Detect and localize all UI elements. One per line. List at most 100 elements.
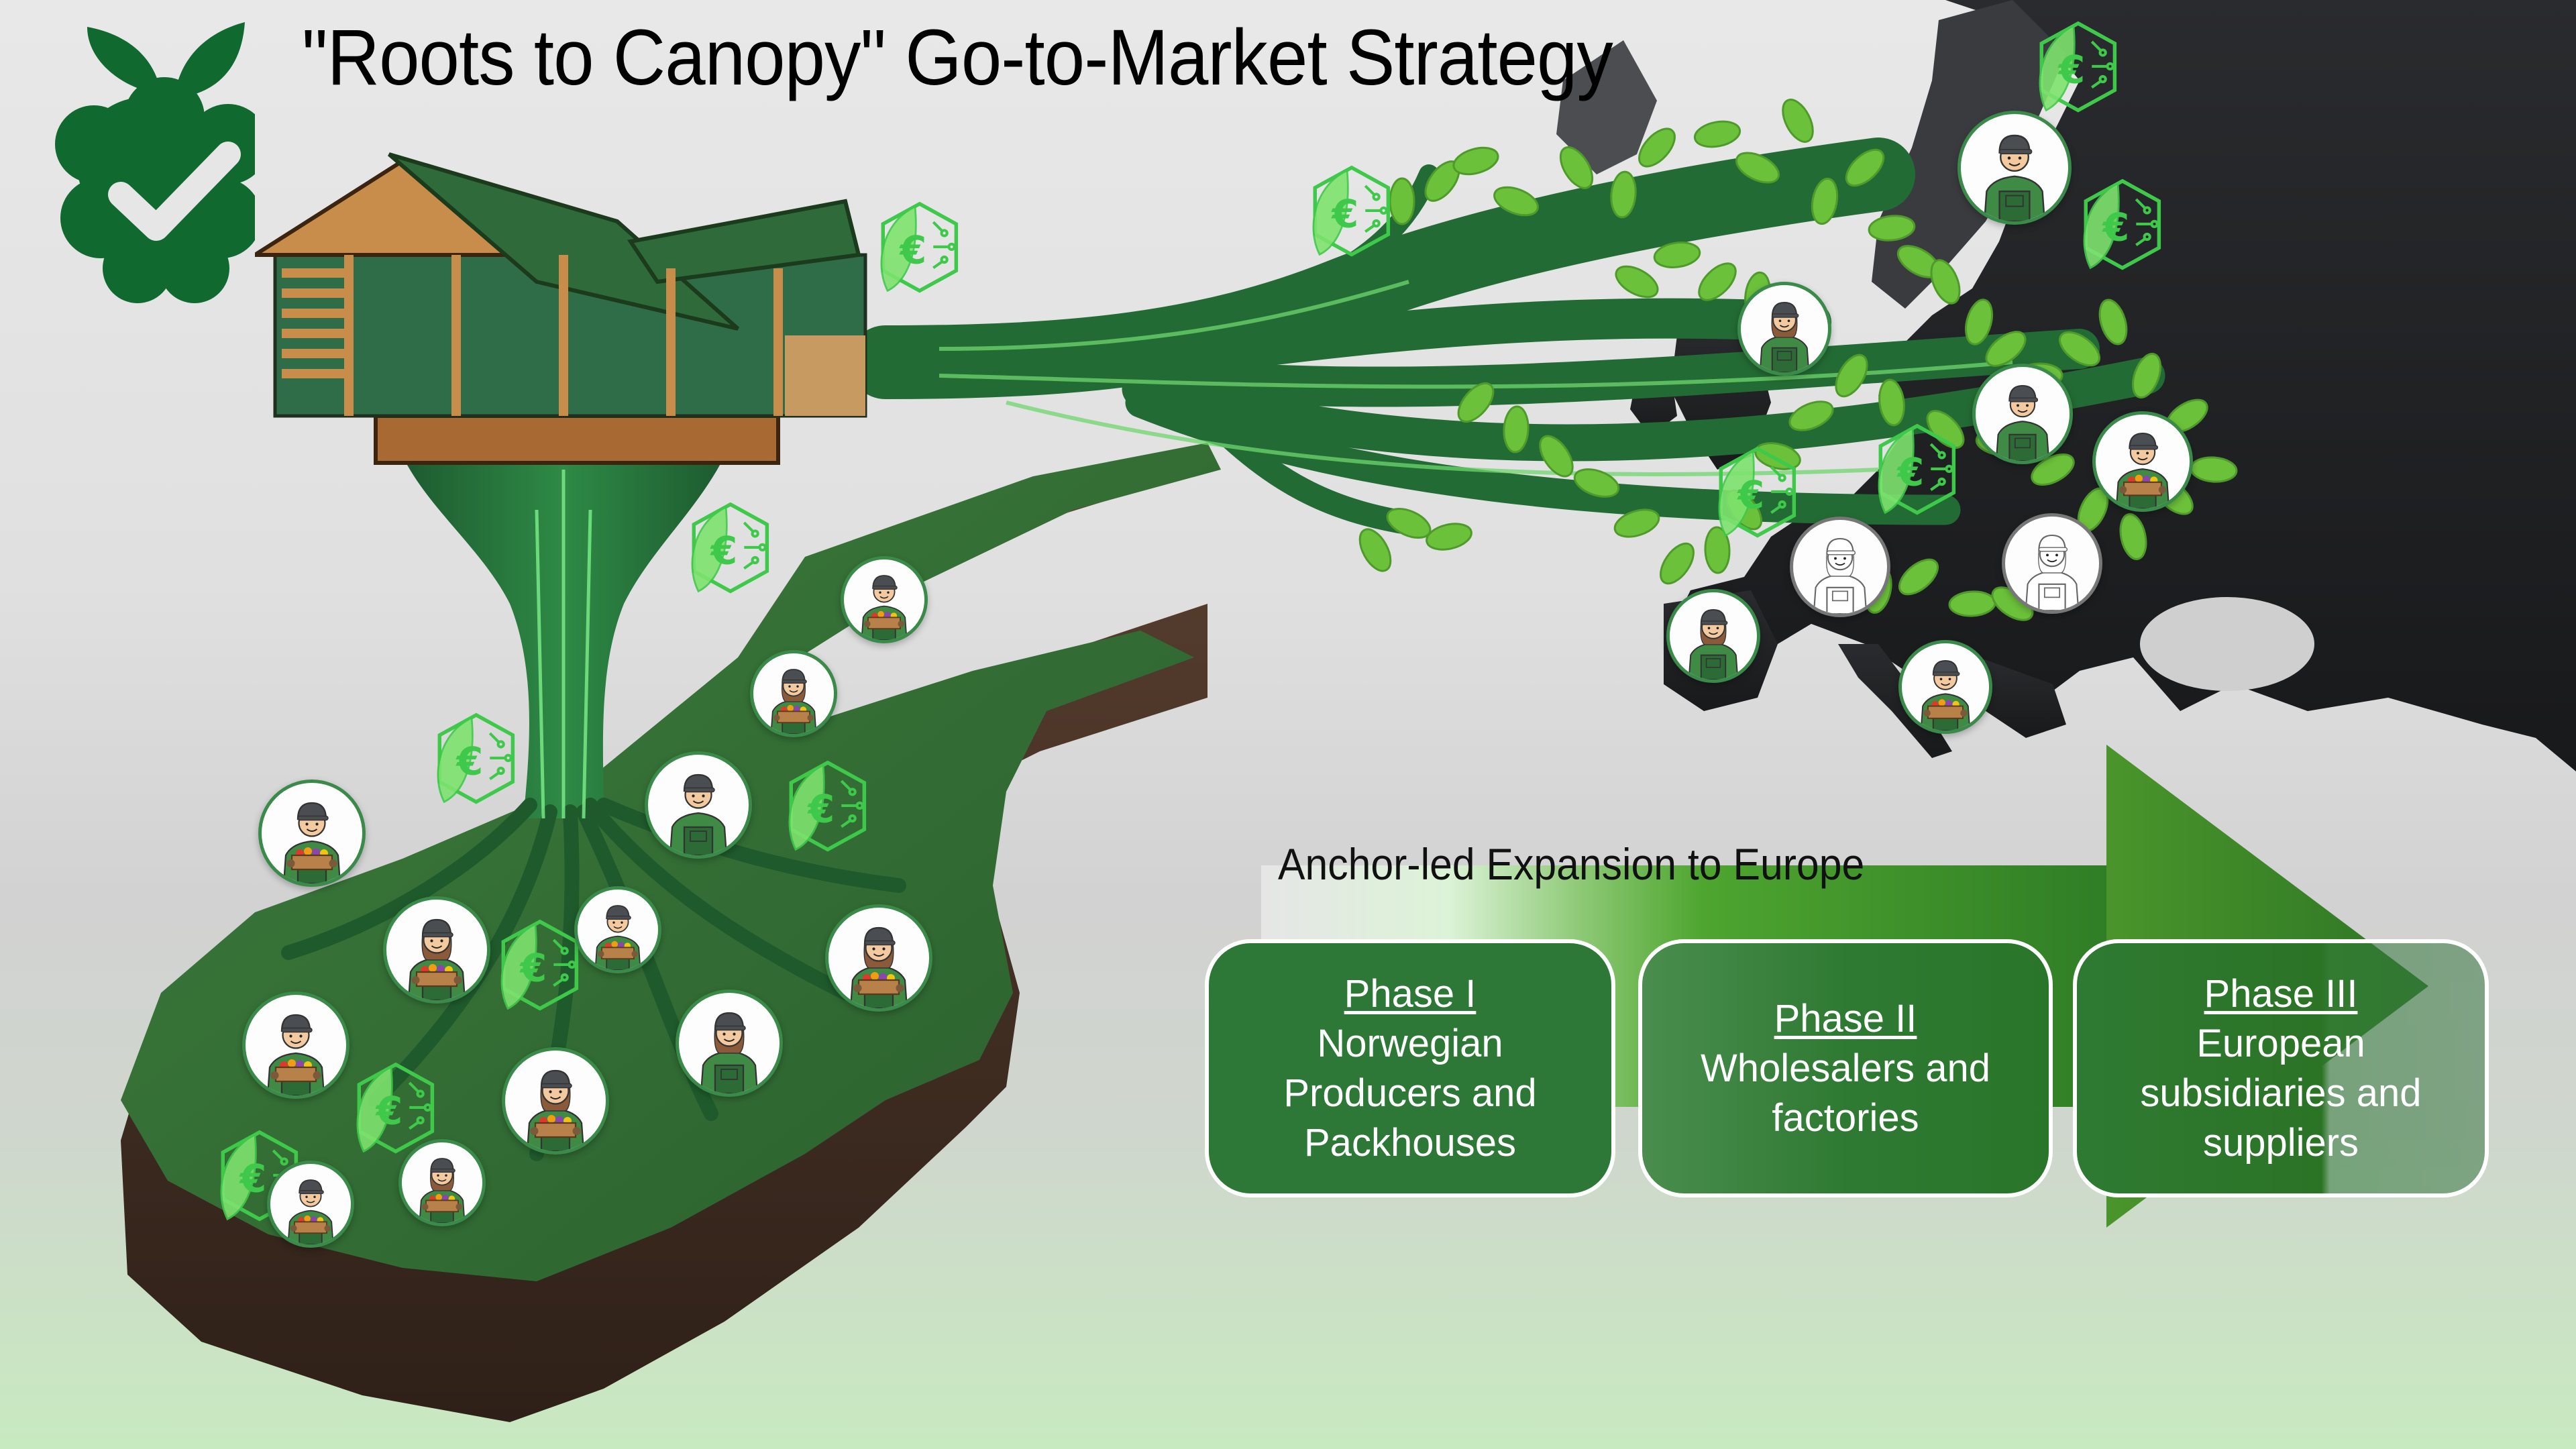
wooden-platform bbox=[374, 414, 780, 465]
norway-farmer-avatar[interactable] bbox=[676, 989, 783, 1097]
farmer-icon bbox=[419, 1158, 466, 1223]
tree-trunk bbox=[281, 456, 906, 1161]
farmer-icon bbox=[2025, 534, 2080, 610]
farmer-icon bbox=[407, 918, 466, 1000]
europe-farmer-avatar[interactable] bbox=[2002, 513, 2102, 614]
phase-1-card[interactable]: Phase I Norwegian Producers and Packhous… bbox=[1205, 939, 1615, 1197]
farmer-icon bbox=[861, 575, 908, 640]
farmer-icon bbox=[700, 1012, 759, 1093]
leaf bbox=[1835, 354, 1868, 398]
norway-farmer-avatar[interactable] bbox=[398, 1139, 486, 1226]
svg-text:€: € bbox=[1330, 191, 1358, 236]
farmer-icon bbox=[1759, 302, 1810, 372]
phase-3-line: suppliers bbox=[2202, 1120, 2359, 1165]
norway-farmer-avatar[interactable] bbox=[258, 780, 366, 887]
phase-1-title: Phase I bbox=[1344, 971, 1477, 1016]
leaf bbox=[1573, 468, 1620, 498]
leaf bbox=[1613, 508, 1660, 538]
leaf bbox=[2059, 331, 2100, 367]
europe-farmer-avatar[interactable] bbox=[1666, 589, 1760, 683]
norway-farmer-avatar[interactable] bbox=[267, 1161, 354, 1248]
leaf bbox=[1898, 558, 1939, 596]
leaf bbox=[1704, 526, 1731, 574]
farmer-icon bbox=[1995, 384, 2050, 461]
leaf bbox=[1503, 405, 1529, 453]
brand-logo[interactable] bbox=[27, 10, 268, 305]
euro-leaf-circuit-icon: € bbox=[1300, 163, 1394, 264]
euro-leaf-circuit-icon: € bbox=[868, 199, 962, 300]
europe-farmer-avatar[interactable] bbox=[1957, 111, 2072, 225]
svg-text:€: € bbox=[898, 227, 926, 272]
farmer-icon bbox=[266, 1014, 325, 1095]
norway-farmer-avatar[interactable] bbox=[645, 751, 752, 859]
europe-farmer-avatar[interactable] bbox=[1790, 517, 1890, 617]
europe-farmer-avatar[interactable] bbox=[1898, 640, 1992, 734]
europe-farmer-avatar[interactable] bbox=[1972, 364, 2073, 464]
phase-1-line: Norwegian bbox=[1317, 1021, 1503, 1065]
norway-farmer-avatar[interactable] bbox=[750, 650, 837, 737]
leaf bbox=[2119, 513, 2147, 560]
leaf bbox=[1788, 400, 1834, 431]
norway-landmass bbox=[121, 443, 1221, 1422]
euro-leaf-circuit-icon: € bbox=[776, 758, 870, 859]
svg-text:€: € bbox=[1896, 449, 1924, 494]
farmer-icon bbox=[770, 669, 817, 734]
phase-3-card[interactable]: Phase III European subsidiaries and supp… bbox=[2073, 939, 2489, 1197]
leaf bbox=[1493, 186, 1539, 217]
farmer-icon bbox=[1688, 609, 1739, 680]
farmer-icon bbox=[669, 773, 728, 855]
leaf bbox=[2098, 299, 2128, 345]
norway-farmer-avatar[interactable] bbox=[574, 886, 661, 973]
leaf bbox=[1878, 378, 1905, 427]
phase-2-title: Phase II bbox=[1774, 996, 1917, 1040]
phase-2-line: Wholesalers and bbox=[1701, 1046, 1990, 1090]
norway-farmer-avatar[interactable] bbox=[242, 991, 350, 1099]
leaf bbox=[1868, 215, 1916, 241]
farmer-icon bbox=[1813, 537, 1868, 614]
eco-building-icon bbox=[255, 152, 867, 465]
leaf bbox=[1386, 508, 1432, 539]
farmer-icon bbox=[282, 802, 341, 883]
euro-leaf-circuit-icon: € bbox=[2027, 19, 2121, 119]
euro-leaf-circuit-icon: € bbox=[344, 1060, 438, 1161]
norway-farmer-avatar[interactable] bbox=[502, 1047, 609, 1155]
svg-text:€: € bbox=[2101, 205, 2129, 250]
leaf bbox=[1539, 435, 1574, 478]
leaf bbox=[1610, 170, 1637, 219]
phase-1-line: Producers and bbox=[1283, 1071, 1537, 1115]
norway-farmer-avatar[interactable] bbox=[825, 904, 932, 1012]
leaf bbox=[1811, 177, 1839, 225]
leaf bbox=[1698, 262, 1737, 301]
leaf bbox=[1782, 99, 1814, 143]
raspberry-check-icon bbox=[55, 22, 268, 303]
leaf bbox=[1559, 146, 1594, 189]
euro-leaf-circuit-icon: € bbox=[488, 917, 582, 1018]
svg-text:€: € bbox=[709, 528, 737, 573]
norway-farmer-avatar[interactable] bbox=[841, 556, 928, 643]
phase-2-card[interactable]: Phase II Wholesalers and factories bbox=[1638, 939, 2053, 1197]
leaf bbox=[2031, 453, 2075, 486]
leaf bbox=[1735, 152, 1780, 184]
leaf bbox=[1930, 259, 1961, 305]
euro-leaf-circuit-icon: € bbox=[425, 710, 519, 811]
euro-leaf-circuit-icon: € bbox=[2071, 176, 2165, 277]
farmer-icon bbox=[849, 926, 908, 1008]
page-title: "Roots to Canopy" Go-to-Market Strategy bbox=[302, 13, 1613, 102]
svg-text:€: € bbox=[238, 1156, 266, 1201]
farmer-icon bbox=[2115, 432, 2170, 508]
leaf bbox=[1985, 331, 2027, 367]
phase-3-title: Phase III bbox=[2204, 971, 2358, 1016]
europe-farmer-avatar[interactable] bbox=[2092, 411, 2193, 512]
leaf bbox=[1693, 120, 1741, 148]
europe-farmer-avatar[interactable] bbox=[1737, 282, 1831, 376]
canopy-leaves bbox=[1358, 99, 2238, 621]
leaf bbox=[1965, 299, 1993, 345]
farmer-icon bbox=[526, 1069, 585, 1151]
svg-text:€: € bbox=[455, 739, 483, 784]
leaf bbox=[1358, 528, 1392, 572]
euro-leaf-circuit-icon: € bbox=[679, 500, 773, 600]
expansion-subtitle: Anchor-led Expansion to Europe bbox=[1278, 839, 1865, 889]
farmer-icon bbox=[1983, 134, 2046, 221]
leaf bbox=[1457, 382, 1495, 423]
norway-farmer-avatar[interactable] bbox=[383, 896, 490, 1004]
